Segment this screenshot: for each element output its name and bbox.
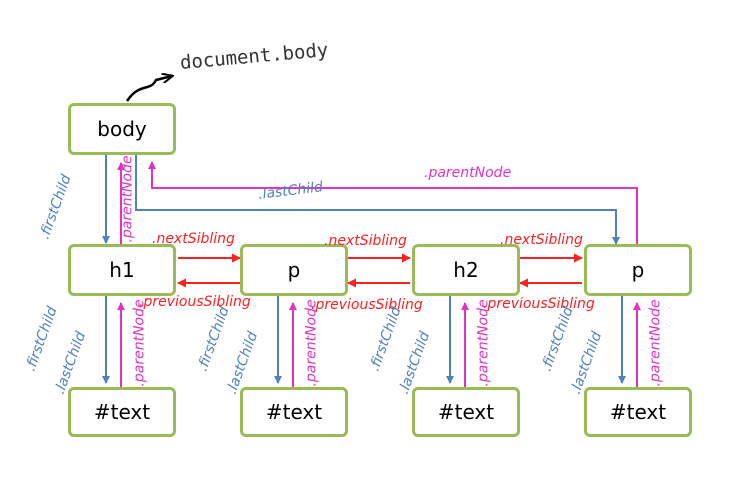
parent-node-arrow-p2-body: [148, 161, 638, 248]
label-previous-sibling-1: .previousSibling: [139, 294, 251, 310]
node-body: body: [68, 103, 176, 155]
label-parent-node-text-4: .parentNode: [647, 299, 664, 387]
label-next-sibling-3: .nextSibling: [500, 232, 583, 248]
node-text-1: #text: [68, 387, 176, 437]
label-previous-sibling-3: .previousSibling: [483, 296, 595, 312]
node-h2: h2: [412, 244, 520, 296]
last-child-arrow-body-p2: [135, 155, 620, 245]
label-previous-sibling-2: .previousSibling: [311, 297, 423, 313]
label-parent-node-text-1: .parentNode: [131, 299, 148, 387]
node-text-3: #text: [412, 387, 520, 437]
node-h1: h1: [68, 244, 176, 296]
document-body-arrow: [125, 76, 172, 102]
label-next-sibling-1: .nextSibling: [152, 231, 235, 247]
label-parent-node-h1: .parentNode: [119, 155, 136, 243]
label-next-sibling-2: .nextSibling: [324, 233, 407, 249]
label-parent-node-p2: .parentNode: [424, 165, 512, 181]
node-p-1: p: [240, 244, 348, 296]
node-p-2: p: [584, 244, 692, 296]
label-parent-node-text-2: .parentNode: [303, 299, 320, 387]
label-parent-node-text-3: .parentNode: [475, 299, 492, 387]
node-text-2: #text: [240, 387, 348, 437]
node-text-4: #text: [584, 387, 692, 437]
